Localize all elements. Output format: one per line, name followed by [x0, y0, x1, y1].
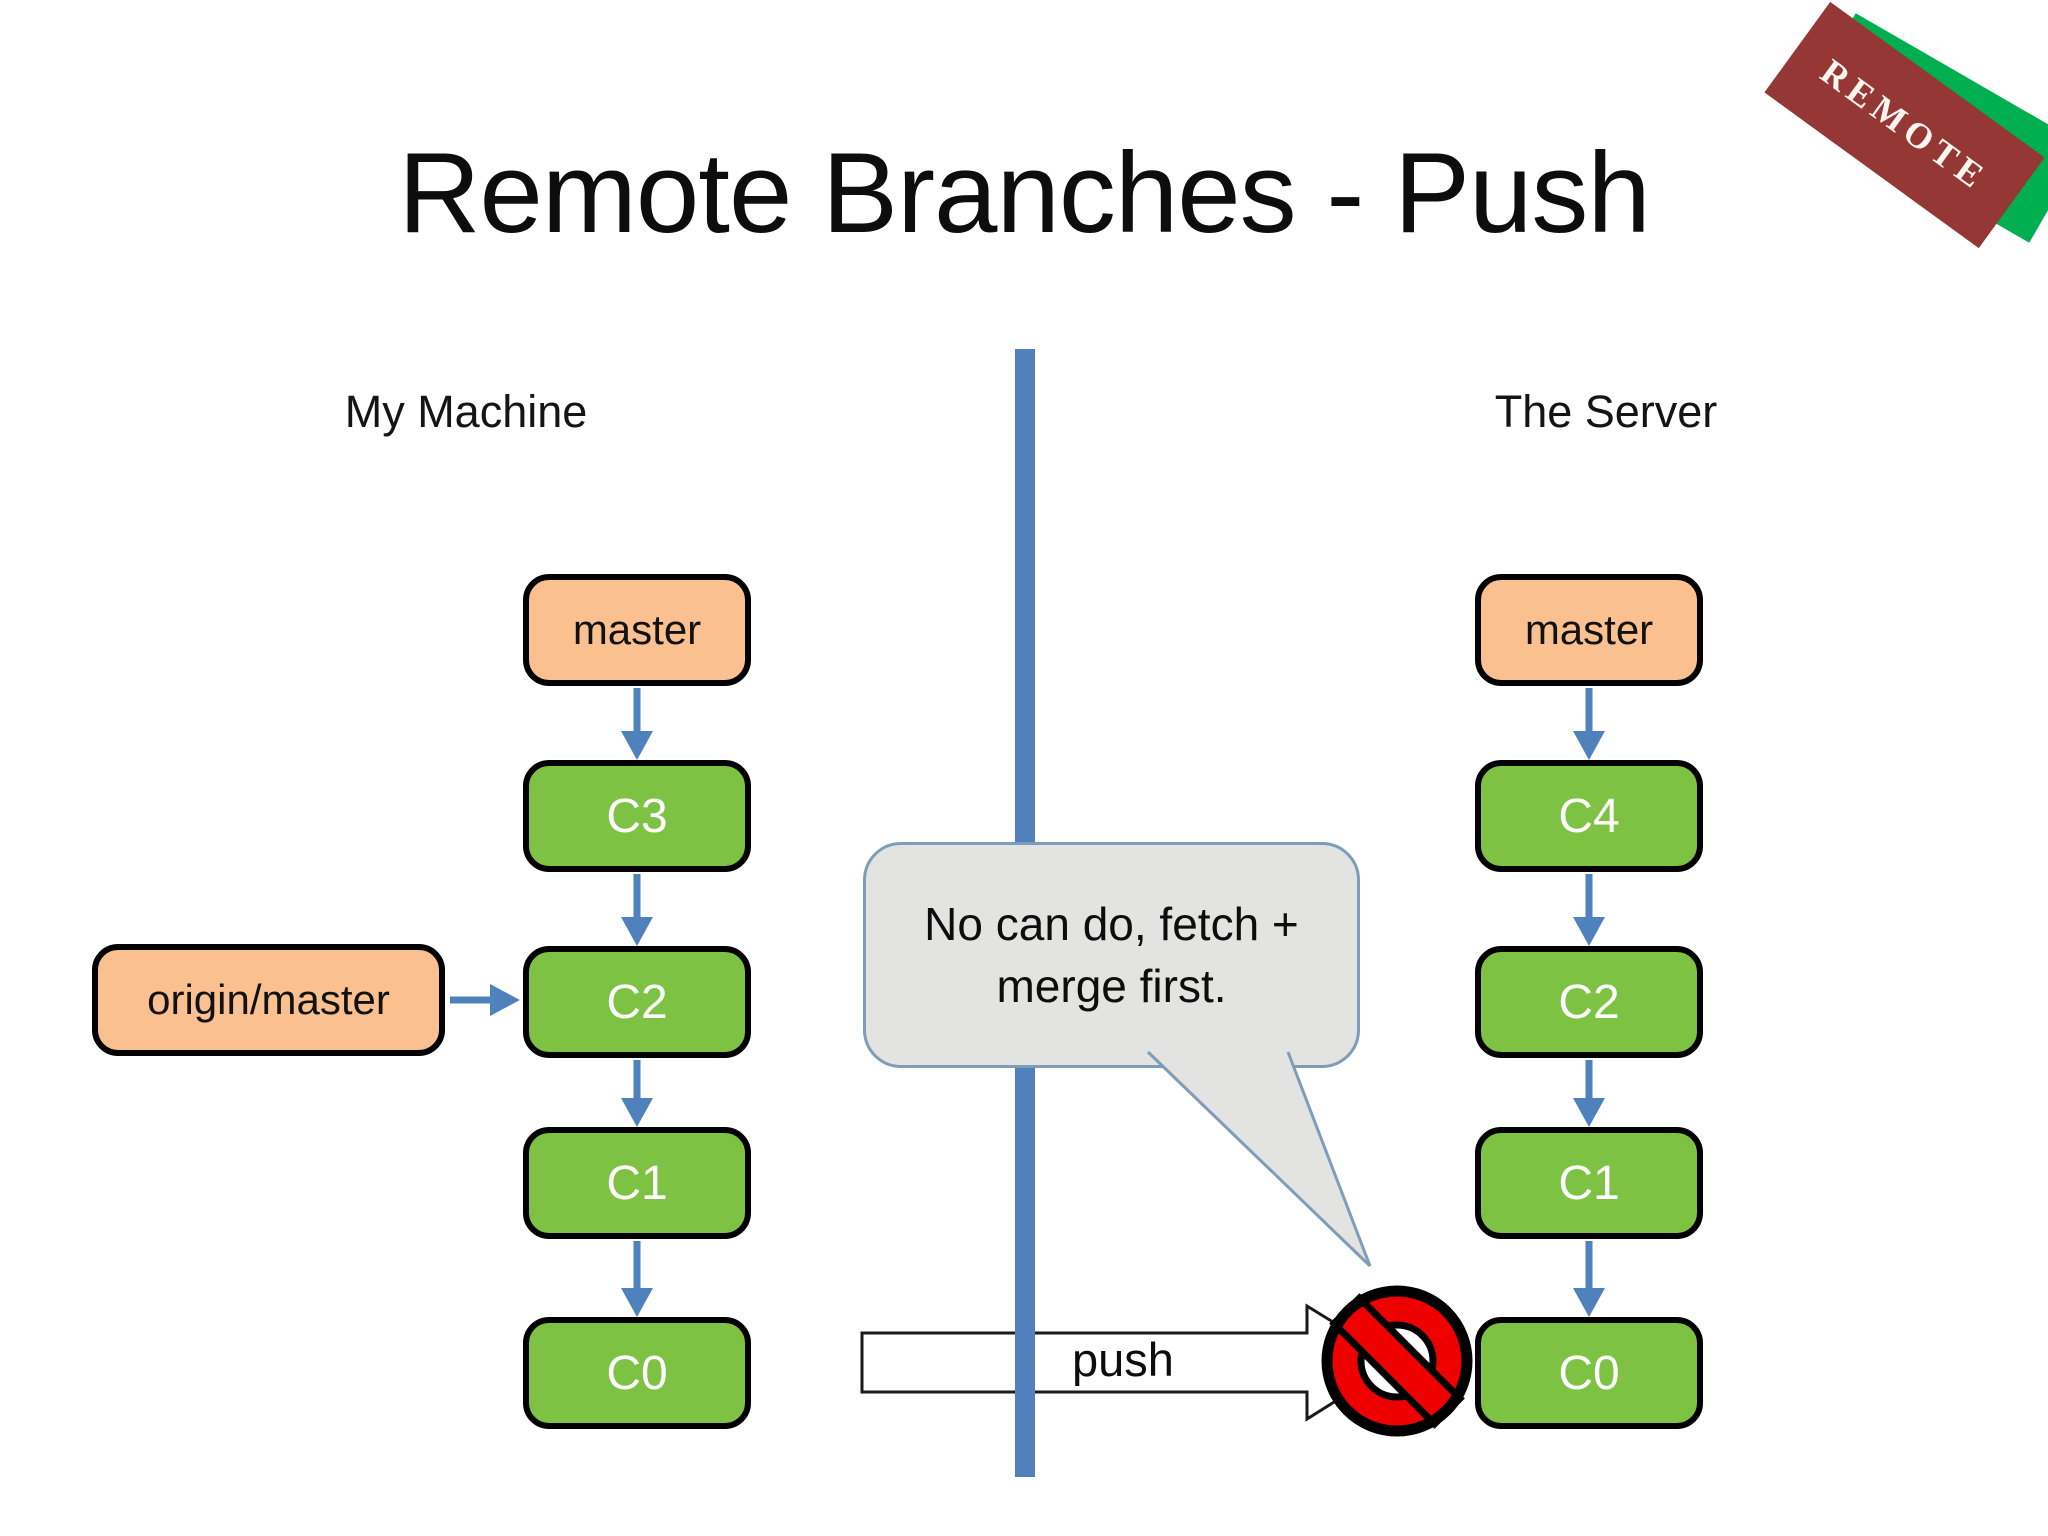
machine-master-ref: master — [523, 574, 751, 686]
server-commit-c4-label: C4 — [1558, 789, 1620, 843]
machine-commit-c2: C2 — [523, 946, 751, 1058]
arrow-server-c2-c1 — [1573, 1060, 1605, 1127]
server-commit-c2: C2 — [1475, 946, 1703, 1058]
arrow-machine-master-c3 — [621, 688, 653, 760]
machine-origin-master-ref: origin/master — [92, 944, 445, 1056]
callout-bubble: No can do, fetch + merge first. — [863, 842, 1360, 1068]
machine-commit-c3: C3 — [523, 760, 751, 872]
server-commit-c4: C4 — [1475, 760, 1703, 872]
arrow-server-c4-c2 — [1573, 874, 1605, 946]
server-commit-c1-label: C1 — [1558, 1156, 1620, 1210]
server-commit-c1: C1 — [1475, 1127, 1703, 1239]
arrow-machine-c1-c0 — [621, 1241, 653, 1317]
push-label: push — [1072, 1333, 1174, 1386]
arrow-machine-c2-c1 — [621, 1060, 653, 1127]
machine-commit-c0: C0 — [523, 1317, 751, 1429]
machine-commit-c1: C1 — [523, 1127, 751, 1239]
callout-text-line1: No can do, fetch + — [924, 897, 1299, 950]
callout-text-line2: merge first. — [996, 960, 1227, 1012]
machine-heading: My Machine — [344, 386, 588, 437]
server-commit-c2-label: C2 — [1558, 975, 1620, 1029]
machine-origin-master-label: origin/master — [147, 976, 390, 1023]
server-commit-c0: C0 — [1475, 1317, 1703, 1429]
machine-commit-c0-label: C0 — [606, 1346, 668, 1400]
arrow-server-c1-c0 — [1573, 1241, 1605, 1317]
machine-commit-c1-label: C1 — [606, 1156, 668, 1210]
server-master-ref: master — [1475, 574, 1703, 686]
server-commit-c0-label: C0 — [1558, 1346, 1620, 1400]
arrow-machine-c3-c2 — [621, 874, 653, 946]
arrow-server-master-c4 — [1573, 688, 1605, 760]
server-heading: The Server — [1494, 386, 1718, 437]
machine-commit-c2-label: C2 — [606, 975, 668, 1029]
server-master-label: master — [1524, 606, 1654, 653]
arrow-originmaster-c2 — [450, 984, 520, 1016]
machine-commit-c3-label: C3 — [606, 789, 668, 843]
machine-master-label: master — [572, 606, 702, 653]
slide-title: Remote Branches - Push — [398, 130, 1651, 257]
